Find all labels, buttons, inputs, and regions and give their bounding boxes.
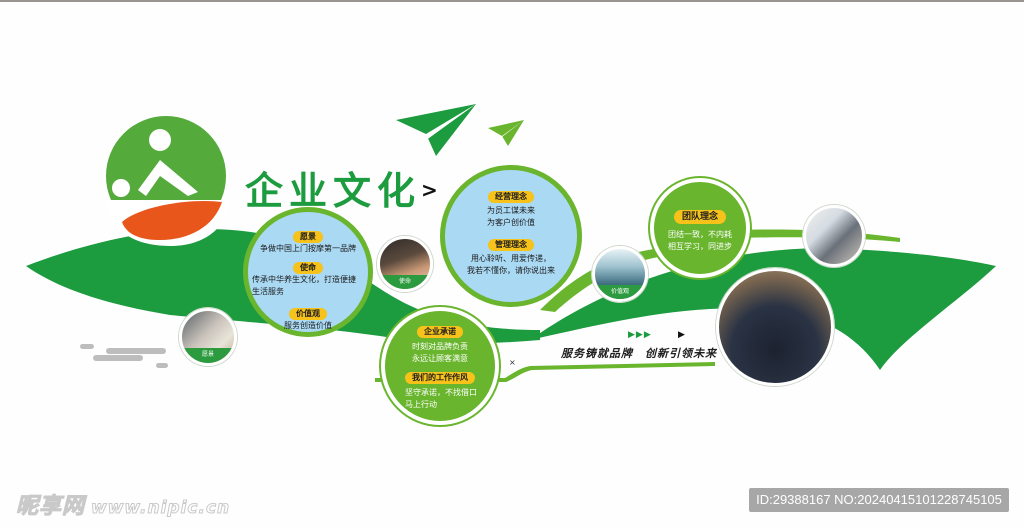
cross-mark-icon: × bbox=[509, 358, 516, 367]
work-style-tag: 我们的工作作风 bbox=[405, 372, 475, 384]
office-photo bbox=[803, 205, 865, 267]
top-border bbox=[0, 0, 1024, 2]
management-philosophy-tag: 管理理念 bbox=[488, 239, 534, 251]
watermark-url: www.nipic.cn bbox=[91, 498, 231, 519]
philosophy-circle: 经营理念 为员工谋未来 为客户创价值 管理理念 用心聆听、用爱传递， 我若不懂你… bbox=[440, 165, 582, 307]
values-photo-label: 价值观 bbox=[595, 285, 645, 299]
vision-text: 争做中国上门按摩第一品牌 bbox=[260, 244, 356, 253]
promise-line2: 永远让顾客满意 bbox=[412, 354, 468, 363]
management-philosophy-line2: 我若不懂你，请你说出来 bbox=[467, 266, 555, 275]
work-style-line1: 坚守承诺，不找借口 bbox=[405, 388, 477, 397]
mission-text-line1: 传承中华养生文化，打造便捷 bbox=[252, 275, 356, 284]
slogan-underline bbox=[375, 362, 715, 382]
team-philosophy-tag: 团队理念 bbox=[673, 210, 726, 224]
team-group-photo bbox=[716, 268, 834, 386]
promise-line1: 时刻对品牌负责 bbox=[412, 342, 468, 351]
vision-photo: 愿景 bbox=[179, 308, 237, 366]
page-title: 企业文化 bbox=[245, 169, 422, 213]
values-photo: 价值观 bbox=[592, 246, 648, 302]
values-text: 服务创造价值 bbox=[284, 321, 332, 330]
vision-mission-circle: 愿景 争做中国上门按摩第一品牌 使命 传承中华养生文化，打造便捷 生活服务 价值… bbox=[243, 207, 373, 337]
paper-plane-small bbox=[488, 120, 524, 146]
business-philosophy-line2: 为客户创价值 bbox=[487, 218, 535, 227]
promise-tag: 企业承诺 bbox=[417, 326, 463, 338]
team-philosophy-line1: 团结一致，不内耗 bbox=[668, 230, 732, 239]
mission-text-line2: 生活服务 bbox=[252, 287, 284, 296]
vision-photo-label: 愿景 bbox=[182, 348, 234, 363]
watermark-brand: 昵享网 bbox=[15, 494, 86, 520]
slogan-text: 服务铸就品牌 创新引领未来 bbox=[561, 347, 717, 360]
team-philosophy-circle: 团队理念 团结一致，不内耗 相互学习，同进步 bbox=[650, 178, 750, 278]
mission-photo: 使命 bbox=[377, 236, 433, 292]
vision-tag: 愿景 bbox=[293, 231, 323, 243]
logo-orange-leaf bbox=[122, 200, 222, 240]
triple-arrow-icon: ▶▶▶ bbox=[628, 330, 652, 340]
work-style-line2: 马上行动 bbox=[405, 400, 437, 409]
title-arrow-icon: > bbox=[421, 178, 438, 202]
business-philosophy-tag: 经营理念 bbox=[488, 191, 534, 203]
image-id-label: ID:29388167 NO:20240415101228745105 bbox=[749, 488, 1009, 512]
management-philosophy-line1: 用心聆听、用爱传递， bbox=[471, 254, 551, 263]
promise-circle: 企业承诺 时刻对品牌负责 永远让顾客满意 我们的工作作风 坚守承诺，不找借口 马… bbox=[381, 307, 499, 425]
single-arrow-icon: ▶ bbox=[678, 330, 685, 340]
team-philosophy-line2: 相互学习，同进步 bbox=[668, 242, 732, 251]
values-tag: 价值观 bbox=[289, 308, 327, 320]
mission-photo-label: 使命 bbox=[380, 275, 430, 289]
mission-tag: 使命 bbox=[293, 262, 323, 274]
business-philosophy-line1: 为员工谋未来 bbox=[487, 206, 535, 215]
